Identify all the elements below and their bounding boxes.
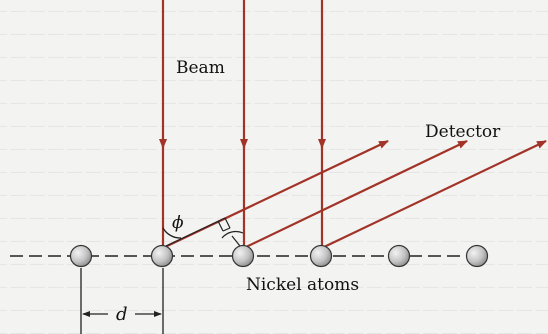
beam-label: Beam: [176, 58, 225, 78]
nickel-atom: [150, 244, 174, 268]
path-difference-marks: [165, 217, 244, 247]
nickel-atoms-row: [69, 244, 489, 268]
nickel-atom: [309, 244, 333, 268]
incident-beam: [159, 0, 326, 246]
spacing-d-label: d: [116, 304, 128, 325]
detector-label: Detector: [425, 122, 501, 142]
nickel-atom: [231, 244, 255, 268]
angle-phi-label: ϕ: [172, 213, 184, 233]
diffracted-ray-3: [323, 140, 547, 248]
diffracted-ray-2: [245, 140, 468, 248]
angle-arc: [162, 227, 182, 239]
nickel-atom: [387, 244, 411, 268]
spacing-indicator: [80, 268, 164, 334]
nickel-atom: [69, 244, 93, 268]
nickel-atom: [465, 244, 489, 268]
diffracted-beam: [164, 140, 547, 248]
nickel-atoms-label: Nickel atoms: [246, 275, 359, 295]
